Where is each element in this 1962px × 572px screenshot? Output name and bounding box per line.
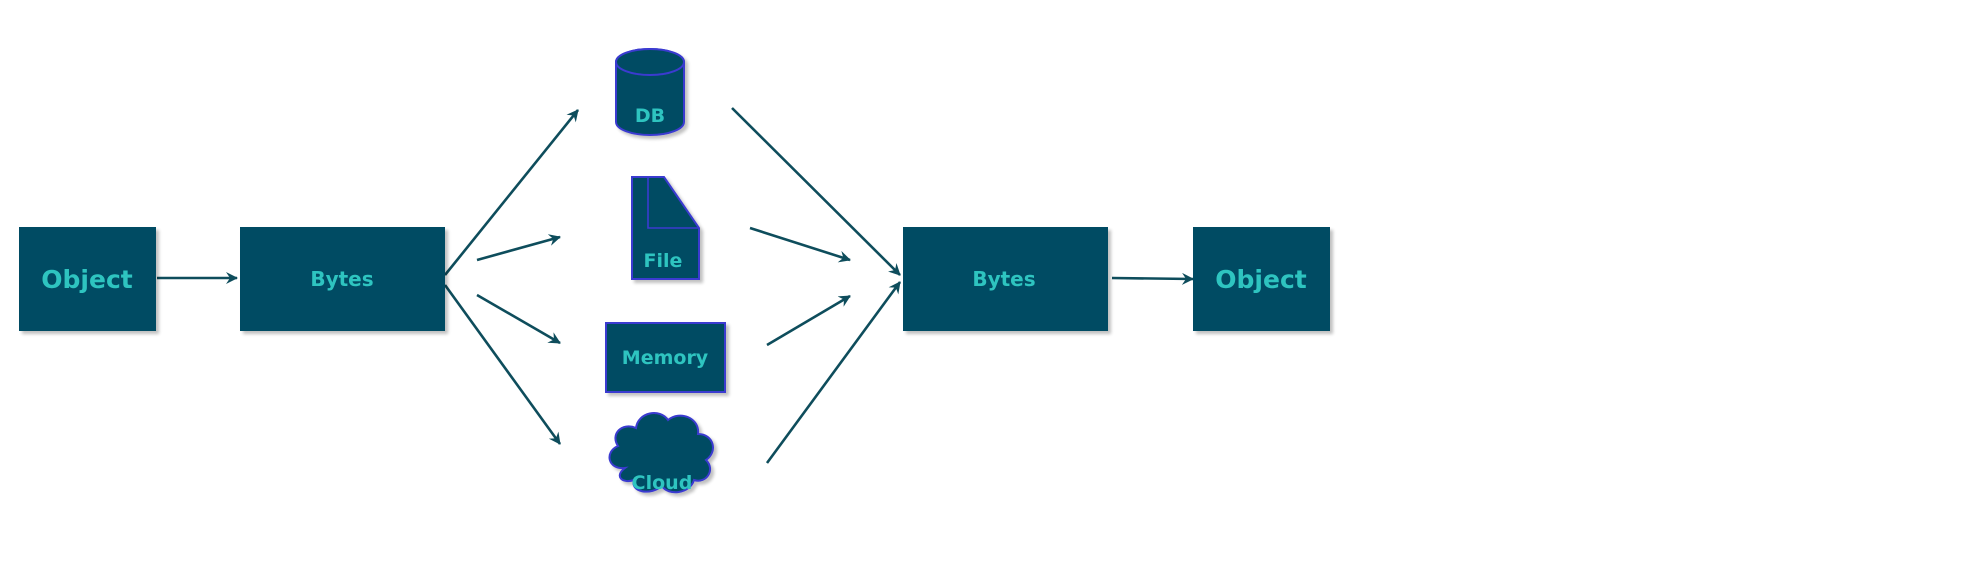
bytes-left-label: Bytes: [310, 267, 373, 291]
edge-bytes-to-cloud: [443, 284, 562, 445]
edge-bytes-to-object: [1111, 272, 1194, 285]
edge-bytes-to-memory: [476, 293, 561, 345]
memory-icon: [605, 322, 726, 393]
bytes-right-node: Bytes: [903, 227, 1108, 331]
object-right-node: Object: [1193, 227, 1330, 331]
edge-db-to-bytes: [731, 107, 901, 276]
cloud-icon: [608, 412, 714, 494]
file-node: File: [631, 176, 700, 280]
db-node: DB: [615, 48, 685, 136]
bytes-left-node: Bytes: [240, 227, 445, 331]
cloud-label: Cloud: [632, 472, 693, 494]
memory-node: Memory: [605, 322, 726, 393]
memory-label: Memory: [622, 347, 709, 369]
edges: [157, 107, 1194, 464]
object-left-node: Object: [19, 227, 156, 331]
db-label: DB: [635, 105, 665, 127]
edge-bytes-to-file: [476, 234, 561, 262]
object-left-label: Object: [41, 265, 132, 294]
edge-memory-to-bytes: [766, 294, 851, 347]
file-label: File: [644, 250, 683, 272]
object-right-label: Object: [1215, 265, 1306, 294]
bytes-right-label: Bytes: [972, 267, 1035, 291]
edge-cloud-to-bytes: [765, 281, 902, 464]
edge-file-to-bytes: [749, 226, 851, 263]
edge-bytes-to-db: [443, 109, 580, 276]
cloud-node: Cloud: [608, 412, 714, 494]
